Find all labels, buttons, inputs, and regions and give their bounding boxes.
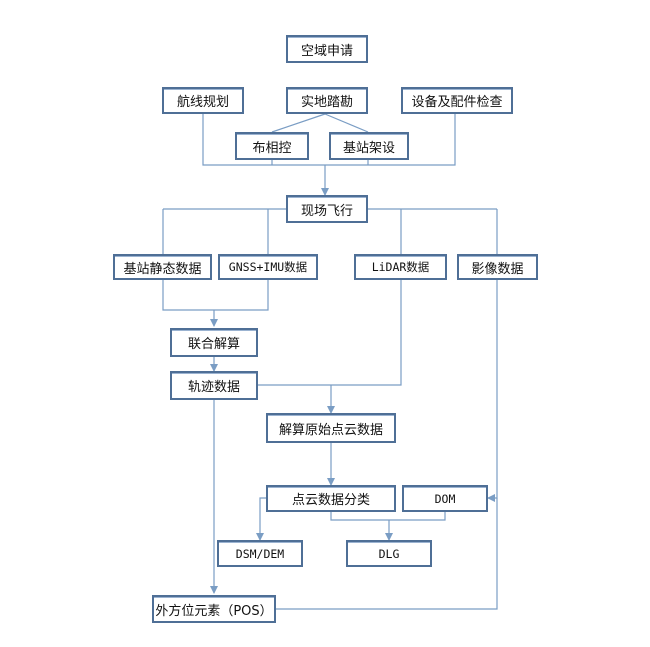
node-joint: 联合解算 xyxy=(170,328,258,357)
edge-classify-dom-merge xyxy=(330,512,446,521)
node-dlg: DLG xyxy=(346,540,432,567)
node-pos: 外方位元素（POS） xyxy=(152,595,276,623)
edge-base-static-merge xyxy=(162,280,269,311)
node-classify: 点云数据分类 xyxy=(266,485,396,512)
edge-lidar-merge xyxy=(258,280,402,386)
node-base-setup: 基站架设 xyxy=(329,132,409,160)
node-dom: DOM xyxy=(402,485,488,512)
node-image: 影像数据 xyxy=(457,254,538,280)
edge-route-collector xyxy=(202,114,325,166)
edge-survey-gcp xyxy=(271,113,326,133)
node-gnss-imu: GNSS+IMU数据 xyxy=(218,254,318,280)
node-trajectory: 轨迹数据 xyxy=(170,371,258,400)
edge-image-dom xyxy=(487,280,498,502)
node-survey: 实地踏勘 xyxy=(286,87,368,114)
node-dsm-dem: DSM/DEM xyxy=(217,540,303,567)
node-route: 航线规划 xyxy=(162,87,244,114)
node-gcp: 布相控 xyxy=(235,132,309,160)
node-raw-cloud: 解算原始点云数据 xyxy=(266,413,396,443)
edge-image-pos xyxy=(276,498,498,610)
node-flight: 现场飞行 xyxy=(286,195,368,223)
edge-classify-dsm xyxy=(256,497,266,541)
node-airspace: 空域申请 xyxy=(286,35,368,63)
node-equipment: 设备及配件检查 xyxy=(401,87,513,114)
node-lidar: LiDAR数据 xyxy=(354,254,447,280)
node-base-static: 基站静态数据 xyxy=(113,254,212,280)
edge-survey-base xyxy=(324,113,369,133)
